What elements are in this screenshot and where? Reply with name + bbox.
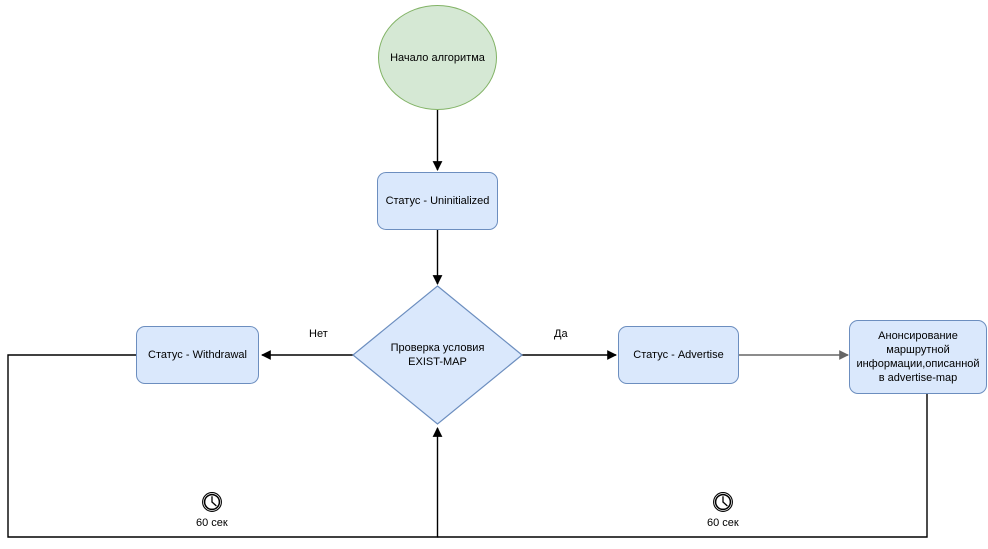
- node-advertise-label: Статус - Advertise: [633, 349, 724, 361]
- node-announce-label-line1: Анонсирование: [878, 330, 958, 342]
- clock-icon: [201, 492, 222, 512]
- node-start[interactable]: Начало алгоритма: [378, 5, 497, 110]
- node-decision[interactable]: Проверка условия EXIST-MAP: [352, 285, 523, 425]
- node-announce-label-line3: информации,описанной: [856, 358, 980, 370]
- node-uninitialized[interactable]: Статус - Uninitialized: [377, 172, 498, 230]
- decision-diamond-shape: [352, 285, 523, 425]
- node-decision-label-line2: EXIST-MAP: [408, 356, 467, 368]
- node-withdrawal-label: Статус - Withdrawal: [148, 349, 247, 361]
- node-uninitialized-label: Статус - Uninitialized: [385, 195, 490, 207]
- node-decision-label-line1: Проверка условия: [390, 342, 485, 354]
- node-start-label: Начало алгоритма: [390, 51, 485, 64]
- timer-right-label: 60 сек: [707, 517, 739, 529]
- node-withdrawal[interactable]: Статус - Withdrawal: [136, 326, 259, 384]
- edge-label-yes: Да: [552, 328, 570, 340]
- node-announce-label-line4: в advertise-map: [878, 372, 958, 384]
- node-announce-label: Анонсирование маршрутной информации,опис…: [856, 329, 979, 385]
- edge-announce-loop-to-decision: [437, 394, 928, 538]
- edge-label-no: Нет: [307, 328, 330, 340]
- timer-left: 60 сек: [190, 488, 234, 531]
- node-announce[interactable]: Анонсирование маршрутной информации,опис…: [849, 320, 987, 394]
- timer-right: 60 сек: [701, 488, 745, 531]
- node-advertise[interactable]: Статус - Advertise: [618, 326, 739, 384]
- node-announce-label-line2: маршрутной: [886, 344, 950, 356]
- node-decision-label: Проверка условия EXIST-MAP: [391, 341, 485, 369]
- edge-withdrawal-loop-to-decision: [7, 354, 443, 538]
- timer-left-label: 60 сек: [196, 517, 228, 529]
- clock-icon: [712, 492, 733, 512]
